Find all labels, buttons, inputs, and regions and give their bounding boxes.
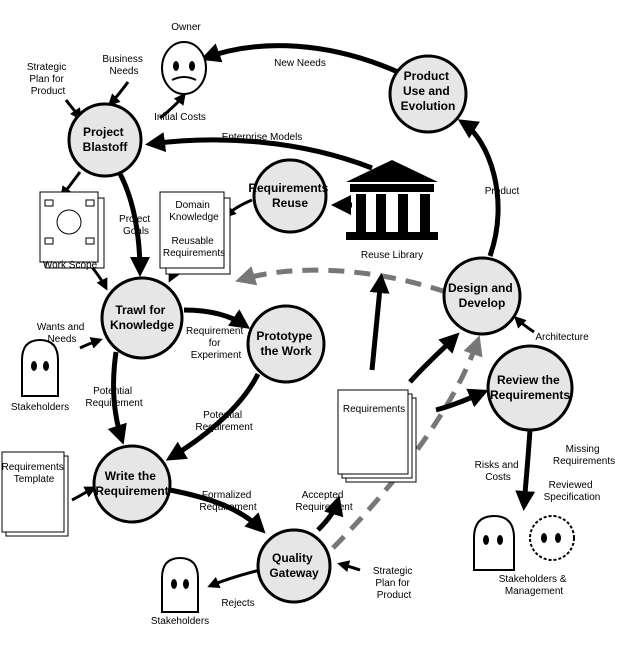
architecture-label: Architecture xyxy=(535,332,589,343)
flow-trawl-to-write xyxy=(107,351,127,445)
flow-architecture-to-design xyxy=(513,315,535,334)
prototype-the-work-label: Prototype the Work xyxy=(256,329,315,358)
stakeholders-left-figure xyxy=(21,338,59,397)
stakeholders-bottom-label: Stakeholders xyxy=(151,616,209,627)
requirements-doc-label: Requirements xyxy=(343,404,405,415)
flow-strategic-to-gateway xyxy=(337,560,361,573)
work-scope-doc xyxy=(39,191,105,269)
product-label: Product xyxy=(485,186,520,197)
reviewed-specification-label: Reviewed Specification xyxy=(544,480,601,503)
project-goals-label: Project Goals xyxy=(119,214,153,237)
flow-blastoff-to-trawl xyxy=(115,168,150,277)
flow-business-needs-to-blastoff xyxy=(107,81,130,107)
project-blastoff-label: Project Blastoff xyxy=(83,125,129,154)
owner-label: Owner xyxy=(171,22,201,33)
process-circle-requirements-reuse xyxy=(252,158,328,234)
risks-and-costs-label: Risks and Costs xyxy=(475,460,522,483)
flow-doc-to-reuse-library xyxy=(369,273,390,371)
requirements-reuse-label: Requirements Reuse xyxy=(248,181,331,210)
accepted-requirement-label: Accepted Requirement xyxy=(295,490,352,513)
new-needs-label: New Needs xyxy=(274,58,326,69)
requirements-doc-stack xyxy=(337,389,417,483)
write-the-requirement-label: Write the Requirement xyxy=(95,469,168,498)
dashed-flow-gateway-to-design xyxy=(331,335,483,550)
strategic-plan-top-label: Strategic Plan for Product xyxy=(27,62,69,97)
process-circle-write-the-requirement xyxy=(92,444,172,524)
process-circle-prototype-the-work xyxy=(246,304,326,384)
requirements-template-doc xyxy=(1,451,69,537)
process-circle-project-blastoff xyxy=(67,102,143,178)
flow-gateway-to-requirements-doc xyxy=(316,495,344,532)
stakeholders-bottom-figure xyxy=(161,556,199,613)
flow-reuse-library-to-blastoff xyxy=(145,132,373,171)
process-circle-product-use-and-evolution xyxy=(388,54,468,134)
domain-knowledge-label: Domain Knowledge xyxy=(169,200,219,223)
flow-doc-to-review xyxy=(435,388,489,413)
reuse-library-icon xyxy=(346,160,438,240)
potential-requirement-left-label: Potential Requirement xyxy=(85,386,142,409)
domain-knowledge-doc xyxy=(159,191,231,275)
flow-gateway-to-stakeholders xyxy=(207,568,261,588)
flow-review-to-stakeholders xyxy=(515,429,536,511)
business-needs-label: Business Needs xyxy=(102,54,145,77)
flow-prototype-to-write xyxy=(165,372,261,461)
product-use-and-evolution-label: Product Use and Evolution xyxy=(401,69,456,113)
formalized-requirement-label: Formalized Requirement xyxy=(199,490,256,513)
potential-requirement-mid-label: Potential Requirement xyxy=(195,410,252,433)
process-circle-quality-gateway xyxy=(256,528,332,604)
process-circle-design-and-develop xyxy=(442,256,522,336)
owner-figure xyxy=(161,41,207,95)
quality-gateway-label: Quality Gateway xyxy=(269,551,319,580)
reuse-library-label: Reuse Library xyxy=(361,250,423,261)
design-and-develop-label: Design and Develop xyxy=(448,281,516,310)
flow-trawl-to-prototype xyxy=(183,307,251,329)
stakeholders-management-label: Stakeholders & Management xyxy=(499,574,570,597)
flow-doc-to-design xyxy=(408,332,460,384)
flow-write-to-gateway xyxy=(169,487,266,534)
flow-design-to-evolution xyxy=(457,119,501,257)
flow-evolution-to-owner xyxy=(200,43,400,75)
strategic-plan-bottom-label: Strategic Plan for Product xyxy=(373,566,415,601)
reusable-requirements-label: Reusable Requirements xyxy=(163,236,225,259)
dashed-flow-design-to-trawl xyxy=(235,266,447,295)
flow-blastoff-to-owner xyxy=(159,92,186,120)
rejects-label: Rejects xyxy=(221,598,254,609)
trawl-for-knowledge-label: Trawl for Knowledge xyxy=(110,303,174,332)
missing-requirements-label: Missing Requirements xyxy=(553,444,615,467)
requirement-for-experiment-label: Requirement for Experiment xyxy=(186,326,246,361)
requirements-template-label: Requirements Template xyxy=(1,462,66,485)
enterprise-models-label: Enterprise Models xyxy=(222,132,303,143)
wants-and-needs-label: Wants and Needs xyxy=(37,322,87,345)
stakeholders-management-figures xyxy=(473,514,575,571)
flow-template-to-write xyxy=(71,486,97,502)
flow-wants-to-trawl xyxy=(79,337,103,350)
initial-costs-label: Initial Costs xyxy=(154,112,206,123)
review-the-requirements-label: Review the Requirements xyxy=(490,373,570,402)
process-circle-review-the-requirements xyxy=(486,344,574,432)
work-scope-label: Work Scope xyxy=(43,260,98,271)
stakeholders-left-label: Stakeholders xyxy=(11,402,69,413)
process-circle-trawl-for-knowledge xyxy=(100,276,184,360)
